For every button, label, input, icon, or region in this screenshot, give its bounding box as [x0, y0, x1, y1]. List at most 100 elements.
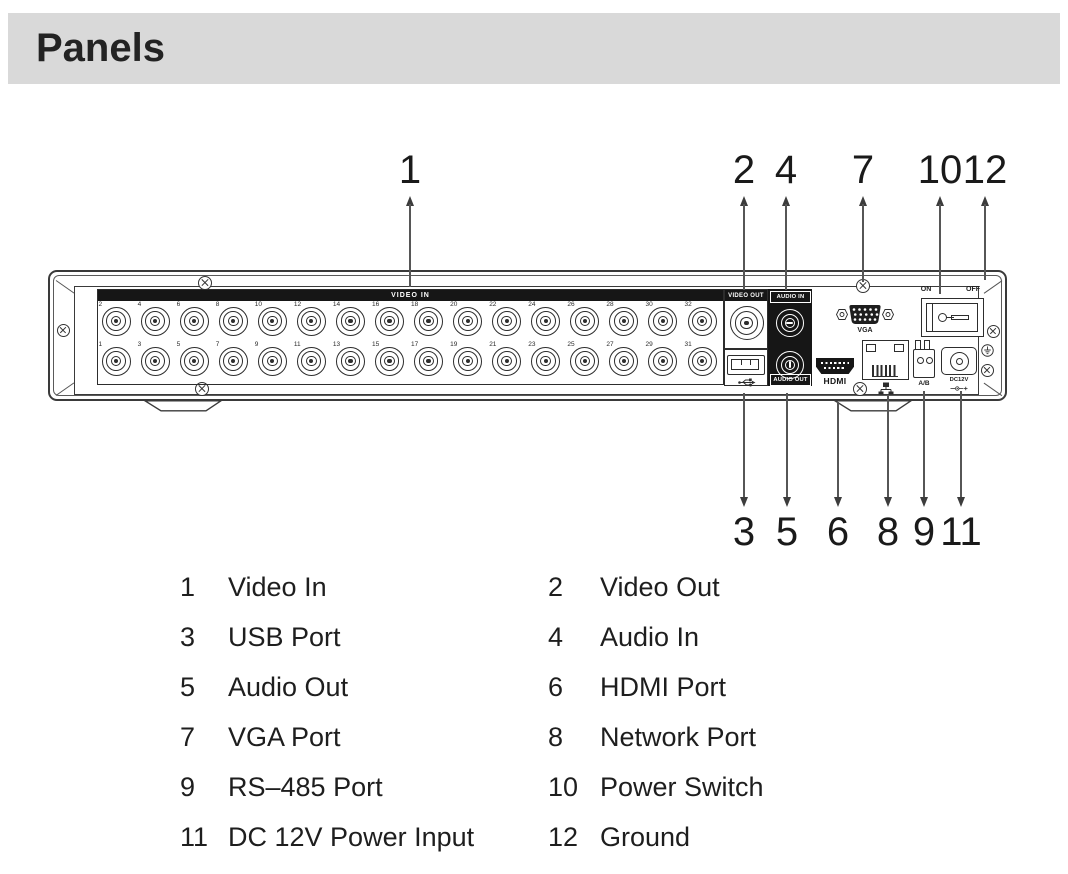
- usb-port-block: [724, 349, 768, 387]
- bnc-connector: 29: [645, 341, 678, 376]
- legend-number: 8: [548, 722, 564, 752]
- ground-icon: [980, 343, 994, 357]
- bnc-channel-number: 16: [371, 300, 380, 308]
- callout-arrowhead: [981, 196, 989, 206]
- bnc-channel-number: 4: [137, 300, 142, 308]
- legend-row: 11 DC 12V Power Input 12 Ground: [0, 812, 1068, 862]
- bnc-connector: 7: [216, 341, 248, 376]
- legend-label: Ground: [600, 822, 691, 852]
- bnc-channel-number: 32: [684, 300, 692, 308]
- callout-arrowhead: [957, 497, 965, 507]
- legend-number: 11: [180, 822, 209, 852]
- vga-connector: [849, 305, 881, 324]
- legend-label: Audio In: [600, 622, 700, 652]
- bnc-channel-number: 8: [215, 300, 220, 308]
- callout-line: [923, 391, 925, 499]
- legend-number: 6: [548, 672, 564, 702]
- callout-arrowhead: [834, 497, 842, 507]
- bnc-channel-number: 11: [293, 340, 301, 348]
- chassis-screw-icon: [853, 382, 867, 396]
- dc-power-jack: [941, 347, 977, 375]
- bnc-connector: 11: [294, 341, 326, 376]
- legend-row: 1 Video In 2 Video Out: [0, 562, 1068, 612]
- bnc-connector: 2: [99, 301, 131, 336]
- callout-number: 9: [912, 510, 936, 554]
- legend-label: Audio Out: [228, 672, 349, 702]
- section-header-bar: Panels: [8, 13, 1060, 84]
- legend-label: Power Switch: [600, 772, 764, 802]
- bnc-channel-number: 23: [528, 340, 536, 348]
- chassis-screw-icon: [986, 324, 1000, 338]
- bnc-connector: 13: [333, 341, 365, 376]
- chassis-lip: [53, 275, 1002, 396]
- bnc-connector: 10: [255, 301, 287, 336]
- legend-number: 10: [548, 772, 579, 802]
- callout-arrowhead: [406, 196, 414, 206]
- callout-line: [862, 204, 864, 282]
- bnc-channel-number: 5: [176, 340, 181, 348]
- legend-row: 7 VGA Port 8 Network Port: [0, 712, 1068, 762]
- legend-number: 5: [180, 672, 196, 702]
- vga-label: VGA: [857, 327, 873, 334]
- bnc-connector: 12: [294, 301, 326, 336]
- power-switch-divider: [932, 303, 934, 331]
- bnc-connector: 21: [489, 341, 522, 376]
- callout-arrowhead: [783, 497, 791, 507]
- legend-label: RS–485 Port: [228, 772, 383, 802]
- dc12v-label: DC12V: [949, 377, 969, 383]
- vga-screw-nut-icon: [836, 309, 848, 320]
- audio-in-rca-connector: [776, 309, 804, 337]
- legend-label: Network Port: [600, 722, 757, 752]
- legend-number: 2: [548, 572, 564, 602]
- bnc-channel-number: 7: [215, 340, 220, 348]
- callout-number: 3: [732, 510, 756, 554]
- bnc-channel-number: 3: [137, 340, 142, 348]
- legend-label: DC 12V Power Input: [228, 822, 475, 852]
- usb-icon: [738, 378, 756, 387]
- video-out-label: VIDEO OUT: [725, 290, 767, 301]
- bnc-connector: 22: [489, 301, 522, 336]
- chassis-screw-icon: [56, 323, 70, 337]
- bnc-connector: 30: [645, 301, 678, 336]
- bnc-connector: 6: [177, 301, 209, 336]
- power-switch-rocker: [925, 302, 978, 332]
- callout-line: [743, 204, 745, 290]
- bnc-channel-number: 22: [489, 300, 497, 308]
- legend-number: 7: [180, 722, 196, 752]
- chassis-screw-icon: [198, 276, 212, 290]
- bnc-channel-number: 30: [645, 300, 653, 308]
- callout-line: [785, 204, 787, 290]
- callout-number: 10: [917, 148, 963, 192]
- bnc-channel-number: 20: [450, 300, 458, 308]
- chassis-screw-icon: [195, 382, 209, 396]
- chassis-foot: [833, 400, 913, 412]
- power-on-label: ON: [920, 286, 932, 293]
- callout-arrowhead: [936, 196, 944, 206]
- bnc-connector: 20: [450, 301, 483, 336]
- bnc-channel-number: 26: [567, 300, 575, 308]
- video-in-label: VIDEO IN: [98, 290, 723, 301]
- callout-arrowhead: [782, 196, 790, 206]
- audio-block: AUDIO IN AUDIO OUT: [768, 289, 812, 386]
- bnc-connector: 5: [177, 341, 209, 376]
- bnc-channel-number: 15: [371, 340, 380, 348]
- bnc-connector: 1: [99, 341, 131, 376]
- audio-out-rca-connector: [776, 351, 804, 379]
- power-off-label: OFF: [966, 286, 980, 293]
- callout-line: [837, 402, 839, 499]
- callout-number: 8: [876, 510, 900, 554]
- callout-line: [984, 204, 986, 280]
- bnc-connector: 26: [567, 301, 600, 336]
- callout-line: [939, 204, 941, 294]
- bnc-connector: 4: [138, 301, 170, 336]
- legend-label: VGA Port: [228, 722, 341, 752]
- legend-row: 3 USB Port 4 Audio In: [0, 612, 1068, 662]
- audio-out-label: AUDIO OUT: [770, 374, 811, 386]
- legend-number: 3: [180, 622, 196, 652]
- bnc-channel-number: 1: [98, 340, 103, 348]
- callout-arrowhead: [884, 497, 892, 507]
- bnc-channel-number: 29: [645, 340, 653, 348]
- power-switch-off-slot: [946, 314, 969, 320]
